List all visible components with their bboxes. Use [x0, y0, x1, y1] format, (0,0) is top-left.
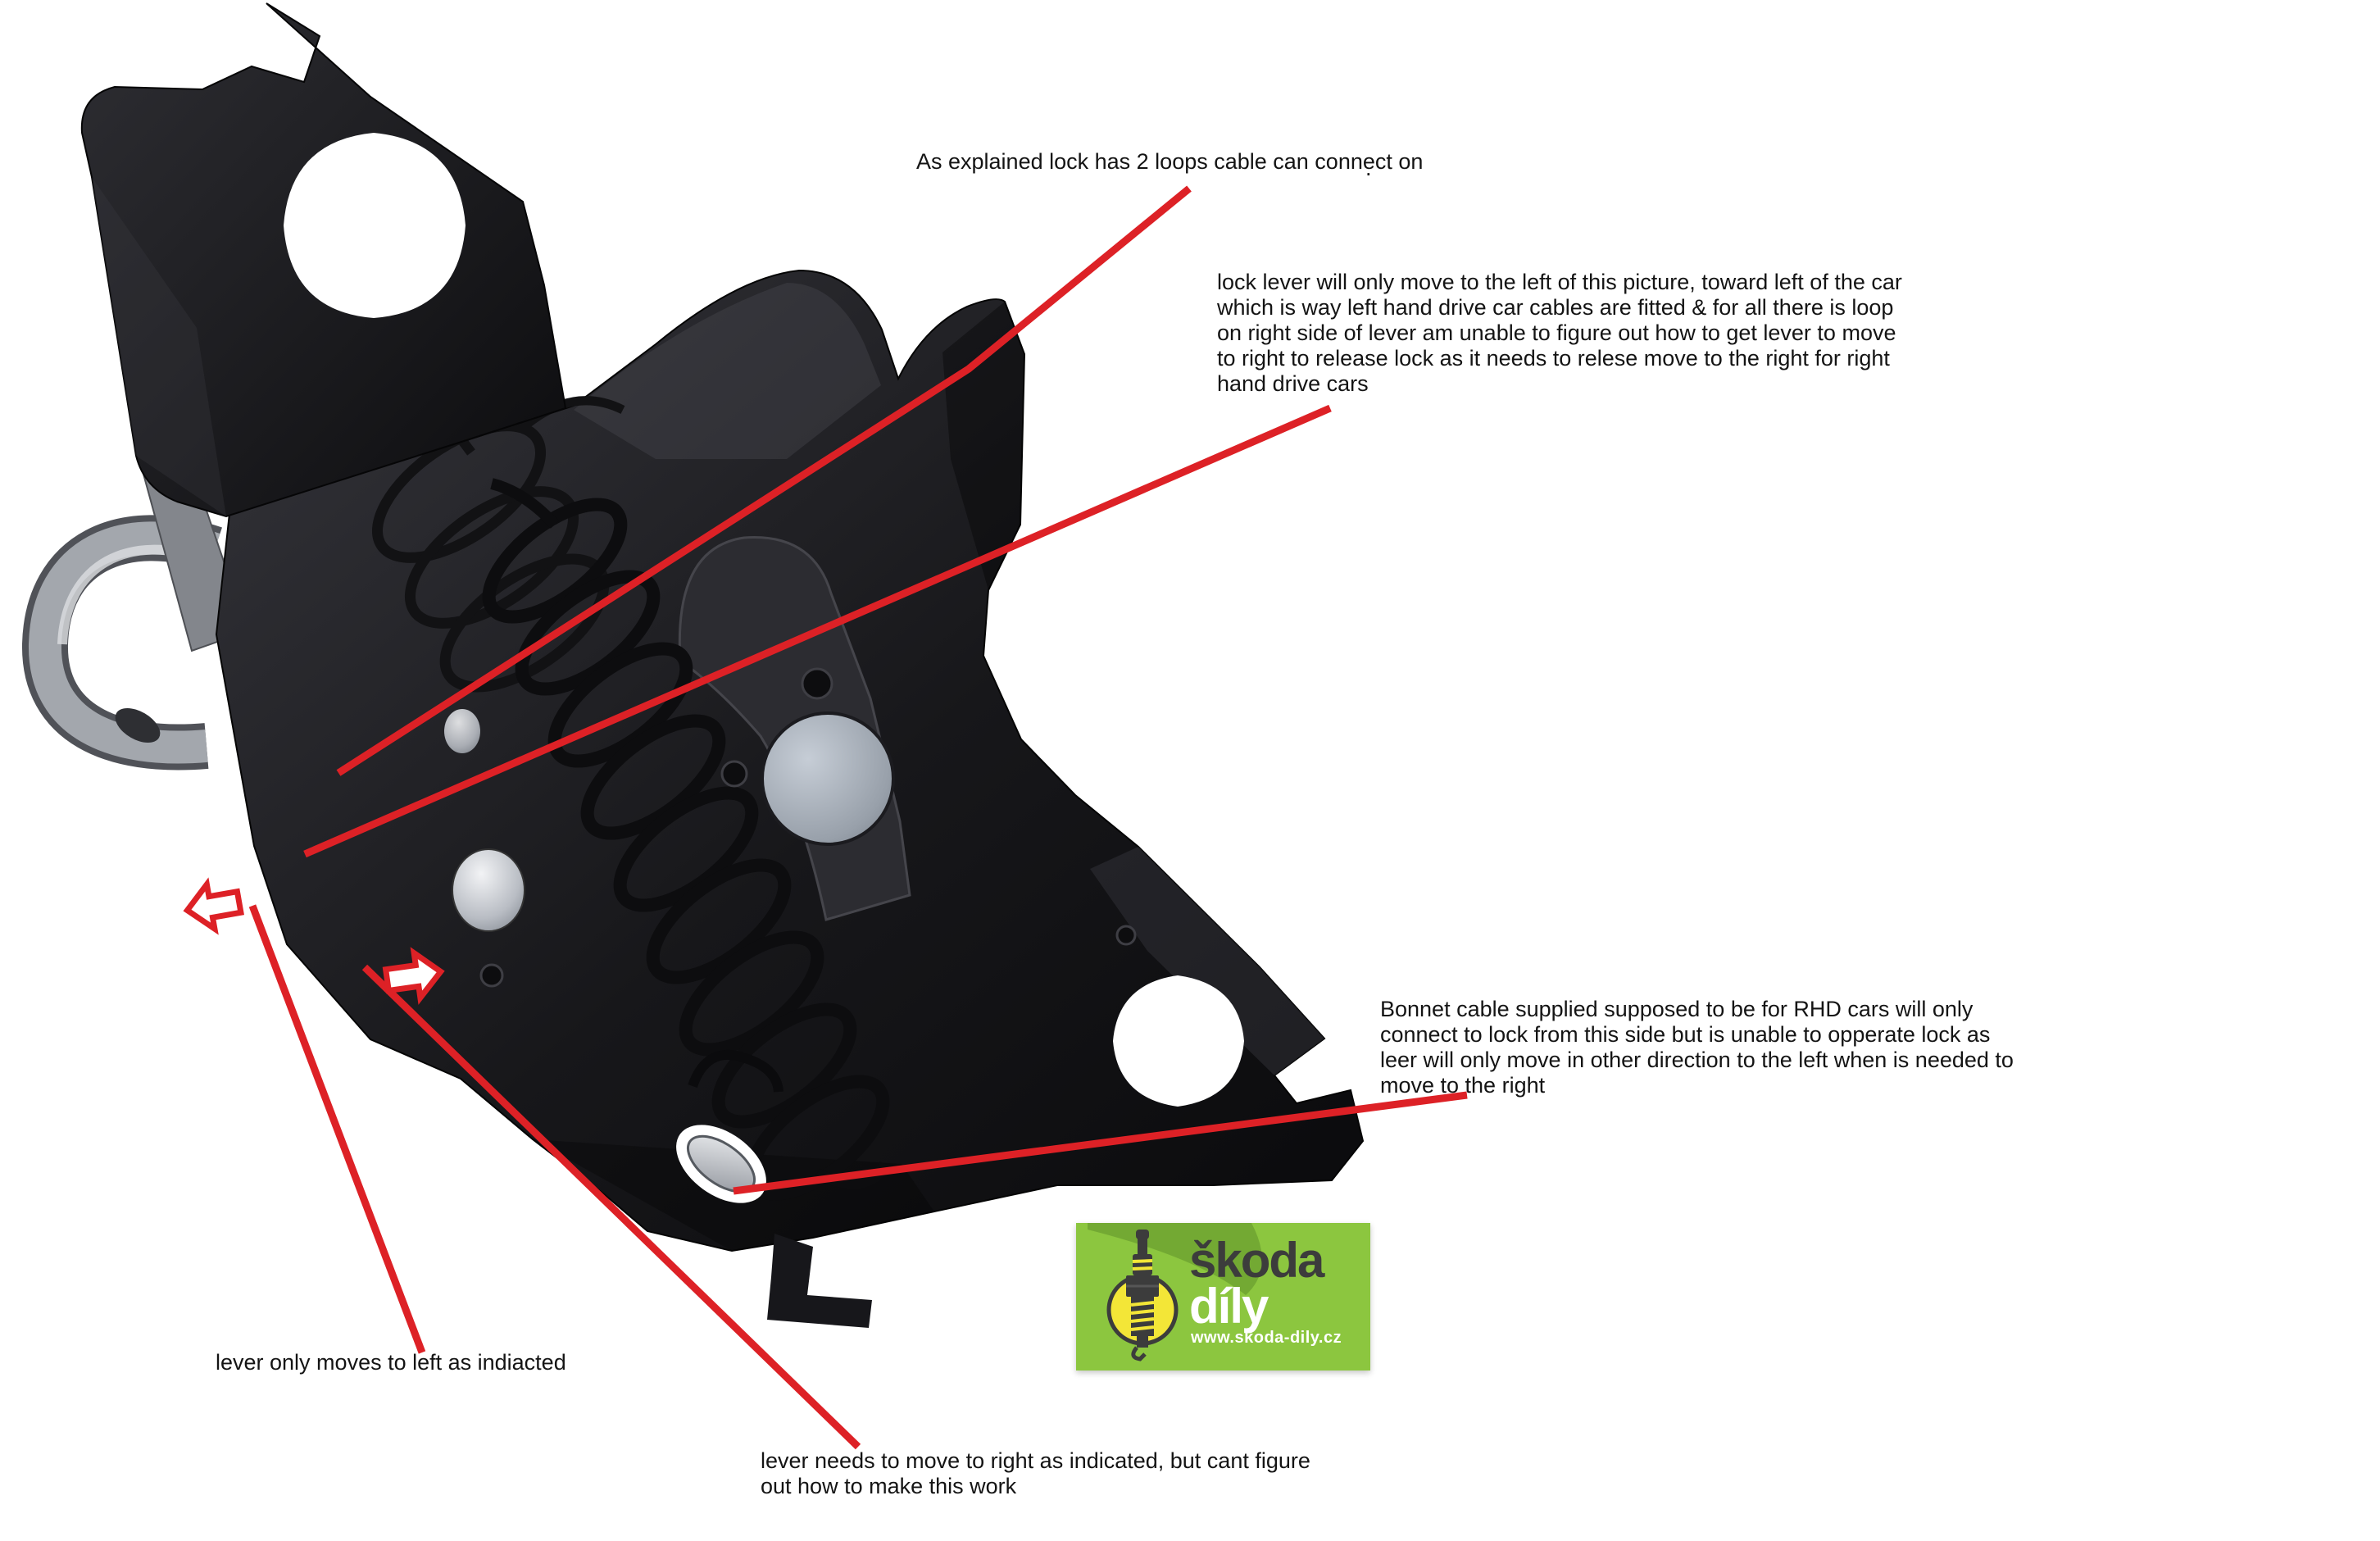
arm-mounting-hole: [1113, 975, 1244, 1107]
note-line: move to the right: [1380, 1073, 1546, 1098]
logo-website: www.skoda-dily.cz: [1191, 1329, 1342, 1347]
note-line: Bonnet cable supplied supposed to be for…: [1380, 997, 1973, 1021]
note-bonnet-cable: Bonnet cable supplied supposed to be for…: [1380, 997, 2014, 1098]
spring-seat-dome: [452, 848, 525, 932]
arrow-left-icon: [183, 877, 244, 935]
pivot-disc: [761, 711, 895, 846]
note-line: to right to release lock as it needs to …: [1217, 346, 1890, 370]
logo-swoosh: [1088, 1223, 1262, 1295]
note-two-loops: As explained lock has 2 loops cable can …: [916, 149, 1424, 174]
coil-spring-main: [482, 478, 891, 1201]
note-line: on right side of lever am unable to figu…: [1217, 320, 1896, 345]
note-lever-only-left: lever only moves to left as indiacted: [216, 1350, 566, 1375]
note-line: out how to make this work: [761, 1474, 1017, 1498]
note-line: connect to lock from this side but is un…: [1380, 1022, 1991, 1047]
rivets: [479, 667, 1137, 988]
note-line: lever needs to move to right as indicate…: [761, 1448, 1310, 1473]
note-line: leer will only move in other direction t…: [1380, 1048, 2014, 1072]
stray-period: .: [1365, 156, 1372, 180]
bracket-mounting-hole: [284, 133, 466, 318]
logo-brand-line1: škoda: [1189, 1233, 1324, 1288]
note-line: which is way left hand drive car cables …: [1217, 295, 1894, 320]
logo-brand-line2: díly: [1189, 1279, 1269, 1334]
annotation-line-lever-left: [303, 404, 1332, 858]
annotation-line-loops: [336, 185, 1192, 776]
annotation-line-bonnet-cable: [733, 1091, 1468, 1195]
note-lever-moves-left: lock lever will only move to the left of…: [1217, 270, 1902, 397]
cable-loop: [688, 1049, 783, 1093]
spring-seat-highlight: [444, 709, 480, 753]
annotation-line-left-note: [248, 904, 426, 1354]
top-bracket: [80, 2, 567, 518]
note-line: hand drive cars: [1217, 371, 1369, 396]
note-line: lock lever will only move to the left of…: [1217, 270, 1902, 294]
note-lever-needs-right: lever needs to move to right as indicate…: [761, 1448, 1310, 1499]
mounting-foot: [767, 1234, 872, 1328]
arrow-right-icon: [382, 947, 445, 1005]
annotation-line-bottom-note: [361, 964, 861, 1450]
spark-plug-icon: [1106, 1230, 1179, 1361]
skoda-dily-logo: škoda díly www.skoda-dily.cz: [1076, 1223, 1370, 1371]
